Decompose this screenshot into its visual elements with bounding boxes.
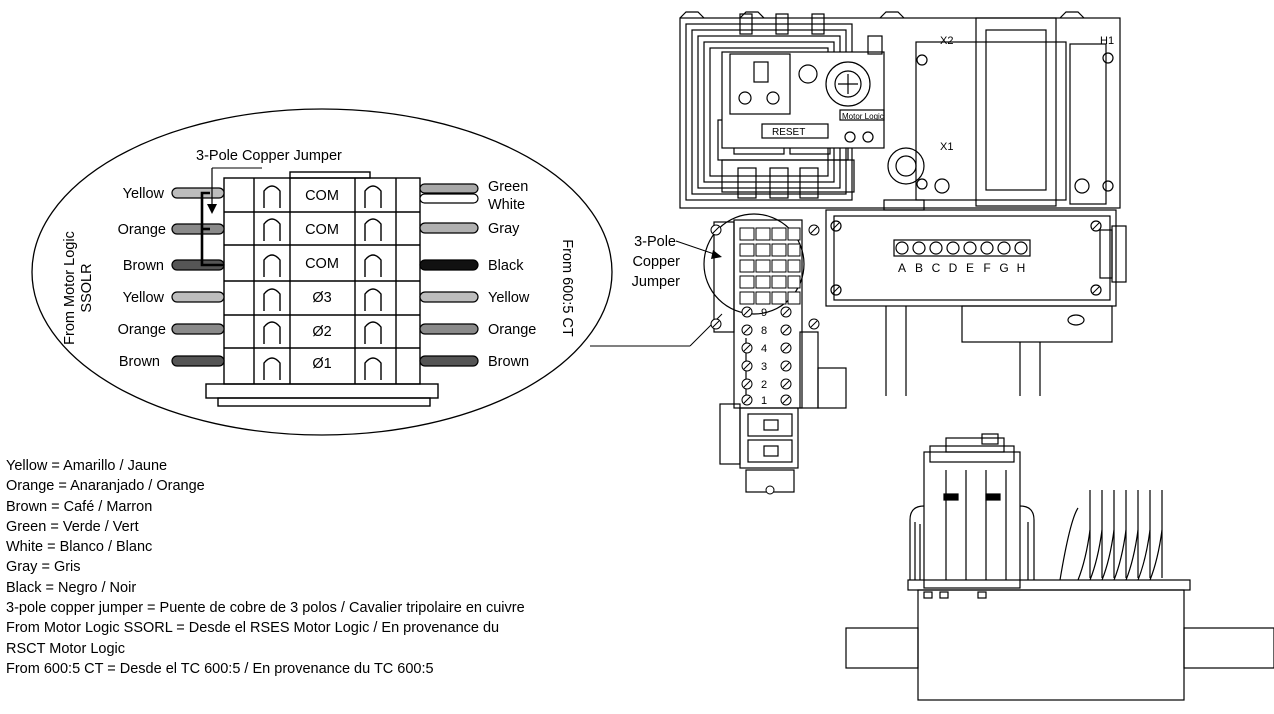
wire-label-right-brown: Brown: [488, 354, 529, 370]
side-view-assembly: [845, 433, 1274, 701]
right-side-label: From 600:5 CT: [559, 239, 575, 337]
terminal-label-1: COM: [305, 188, 339, 204]
jumper-arrow-head: [207, 204, 217, 214]
wire-right-orange: [419, 323, 479, 335]
detail-terminal-block: [205, 171, 439, 407]
strip-number-4: 4: [761, 343, 767, 355]
terminal-block-a-h: [893, 239, 1031, 257]
legend-line: 3-pole copper jumper = Puente de cobre d…: [6, 600, 525, 617]
terminal-letter-a: A: [898, 261, 906, 275]
terminal-letter-c: C: [932, 261, 941, 275]
wire-right-green: [419, 183, 479, 194]
legend-line: White = Blanco / Blanc: [6, 539, 153, 556]
wire-label-right-gray: Gray: [488, 221, 520, 237]
legend-line: Black = Negro / Noir: [6, 579, 137, 596]
wire-label-right-black: Black: [488, 258, 524, 274]
left-side-label-line1: From Motor Logic: [62, 231, 78, 345]
legend-line: Green = Verde / Vert: [6, 518, 139, 535]
callout-jumper-arrow: [711, 250, 722, 259]
label-x1: X1: [940, 141, 953, 153]
terminal-label-3: COM: [305, 256, 339, 272]
legend-line: Gray = Gris: [6, 559, 81, 576]
wire-right-black: [419, 259, 479, 271]
wire-label-left-4: Yellow: [123, 290, 165, 306]
color-legend: Yellow = Amarillo / Jaune Orange = Anara…: [6, 456, 525, 679]
strip-number-9: 9: [761, 307, 767, 319]
wire-right-white: [419, 193, 479, 204]
label-x2: X2: [940, 35, 953, 47]
terminal-letter-h: H: [1017, 261, 1026, 275]
wire-label-left-2: Orange: [118, 222, 166, 238]
detail-callout-ellipse: [31, 108, 613, 436]
strip-number-2: 2: [761, 379, 767, 391]
wire-label-right-orange: Orange: [488, 322, 536, 338]
legend-line: Yellow = Amarillo / Jaune: [6, 458, 168, 474]
strip-number-3: 3: [761, 361, 767, 373]
wire-label-left-1: Yellow: [123, 186, 165, 202]
left-side-label-line2: SSOLR: [79, 263, 95, 312]
label-h1: H1: [1100, 35, 1114, 47]
terminal-label-6: Ø1: [312, 356, 331, 372]
callout-jumper-line3: Jumper: [632, 274, 681, 290]
terminal-letter-d: D: [949, 261, 958, 275]
callout-jumper-line1: 3-Pole: [634, 234, 676, 250]
wire-right-yellow: [419, 291, 479, 303]
wire-right-brown: [419, 355, 479, 367]
callout-jumper-line2: Copper: [632, 254, 680, 270]
copper-jumper: [200, 191, 224, 267]
legend-line: Orange = Anaranjado / Orange: [6, 478, 205, 495]
wire-label-right-white: White: [488, 197, 525, 213]
wire-label-left-5: Orange: [118, 322, 166, 338]
strip-number-8: 8: [761, 325, 767, 337]
terminal-letter-e: E: [966, 261, 974, 275]
wire-left-yellow-1: [171, 187, 225, 199]
jumper-label: 3-Pole Copper Jumper: [196, 148, 342, 164]
wire-left-brown-2: [171, 355, 225, 367]
wire-left-orange-2: [171, 323, 225, 335]
terminal-label-4: Ø3: [312, 290, 331, 306]
wire-label-right-green: Green: [488, 179, 528, 195]
overload-relay-assembly: [679, 11, 1127, 493]
wire-label-left-3: Brown: [123, 258, 164, 274]
wire-left-orange-1: [171, 223, 225, 235]
terminal-letter-b: B: [915, 261, 923, 275]
legend-line: From 600:5 CT = Desde el TC 600:5 / En p…: [6, 660, 434, 677]
legend-line: Brown = Café / Marron: [6, 498, 153, 515]
terminal-letter-f: F: [983, 261, 990, 275]
label-reset: RESET: [772, 127, 805, 138]
label-motor-logic: Motor Logic: [842, 112, 884, 121]
strip-terminals: [710, 224, 820, 495]
wire-right-gray: [419, 222, 479, 234]
terminal-label-2: COM: [305, 222, 339, 238]
wire-left-yellow-2: [171, 291, 225, 303]
terminal-letter-g: G: [999, 261, 1008, 275]
strip-slash-marks: [712, 222, 1100, 404]
wire-label-left-6: Brown: [119, 354, 160, 370]
legend-line: RSCT Motor Logic: [6, 640, 125, 657]
terminal-label-5: Ø2: [312, 324, 331, 340]
strip-number-1: 1: [761, 395, 767, 407]
legend-line: From Motor Logic SSORL = Desde el RSES M…: [6, 620, 500, 637]
wire-label-right-yellow: Yellow: [488, 290, 530, 306]
